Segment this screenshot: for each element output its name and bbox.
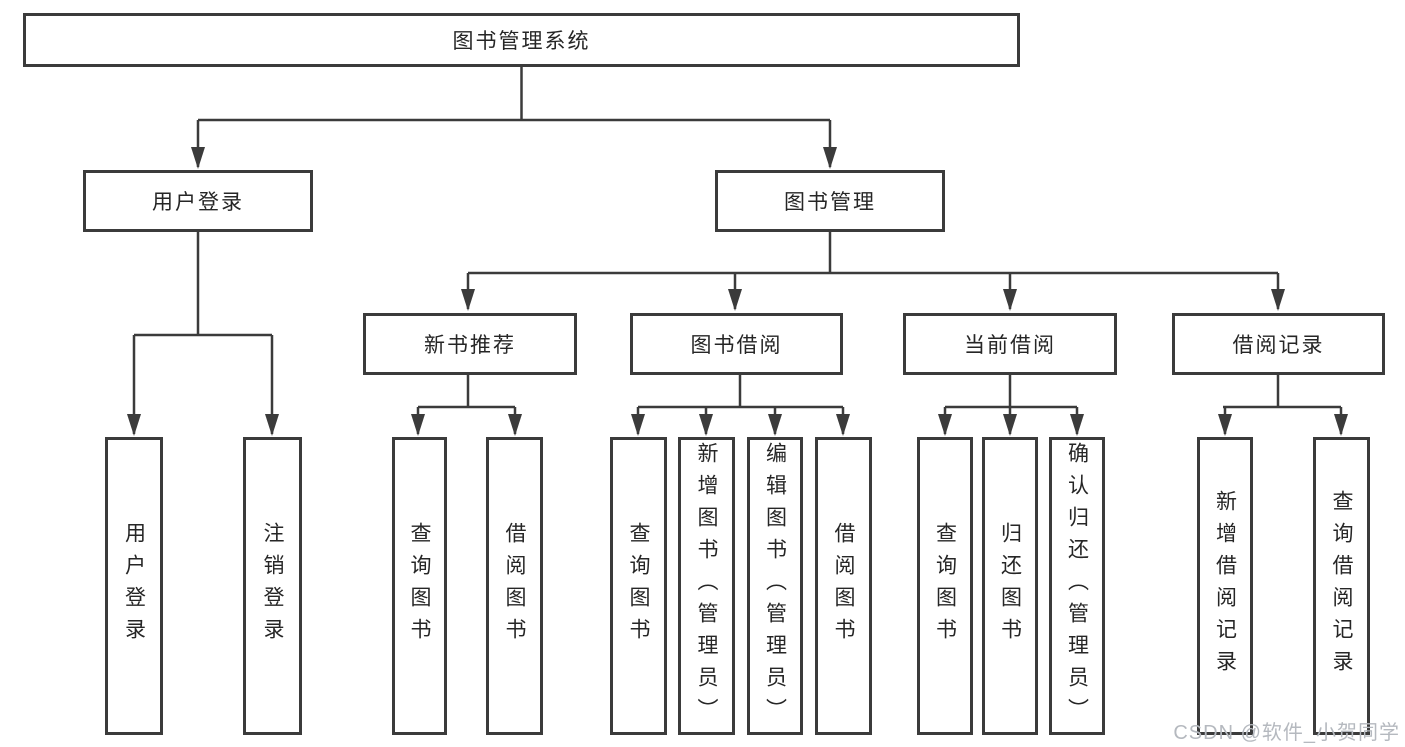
node-new-book-recommend: 新书推荐 [363,313,577,375]
node-user-login: 用户登录 [83,170,313,232]
leaf-query-books-recommend: 查询图书 [392,437,447,735]
leaf-user-login: 用户登录 [105,437,163,735]
leaf-logout: 注销登录 [243,437,302,735]
leaf-query-books-borrowing: 查询图书 [610,437,667,735]
leaf-return-books: 归还图书 [982,437,1038,735]
node-book-management: 图书管理 [715,170,945,232]
leaf-query-borrow-record: 查询借阅记录 [1313,437,1370,735]
leaf-confirm-return-admin: 确认归还（管理员） [1049,437,1105,735]
node-current-borrowing: 当前借阅 [903,313,1117,375]
node-book-borrowing: 图书借阅 [630,313,843,375]
leaf-query-books-current: 查询图书 [917,437,973,735]
leaf-edit-book-admin: 编辑图书（管理员） [747,437,803,735]
leaf-add-borrow-record: 新增借阅记录 [1197,437,1253,735]
leaf-borrow-books-recommend: 借阅图书 [486,437,543,735]
node-root-system: 图书管理系统 [23,13,1020,67]
leaf-borrow-books-borrowing: 借阅图书 [815,437,872,735]
leaf-add-book-admin: 新增图书（管理员） [678,437,735,735]
node-borrowing-records: 借阅记录 [1172,313,1385,375]
csdn-watermark: CSDN @软件_小贺同学 [1173,722,1400,744]
